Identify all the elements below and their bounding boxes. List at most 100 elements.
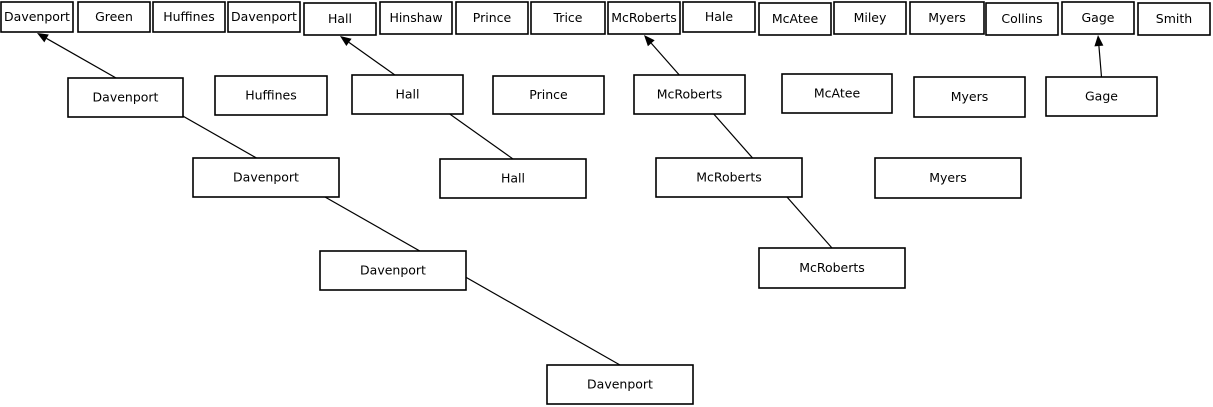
bracket-box-r4-mcroberts: McRoberts xyxy=(758,247,906,289)
bracket-box-r2-davenport: Davenport xyxy=(67,77,184,118)
bracket-box-frame xyxy=(77,1,151,33)
bracket-box-label: Davenport xyxy=(360,263,426,278)
edge-r4-mcroberts-to-r1-mcroberts xyxy=(644,35,833,249)
bracket-box-label: Huffines xyxy=(245,88,297,103)
bracket-box-r3-myers: Myers xyxy=(874,157,1022,199)
bracket-box-frame xyxy=(351,74,464,115)
bracket-box-label: Davenport xyxy=(233,170,299,185)
edge-r2-gage-to-r1-gage xyxy=(1094,35,1104,78)
bracket-box-frame xyxy=(607,1,681,35)
edge-line xyxy=(1098,45,1103,78)
bracket-box-frame xyxy=(1137,2,1211,36)
bracket-box-r1-davenport: Davenport xyxy=(0,1,74,33)
bracket-box-frame xyxy=(214,75,328,116)
bracket-box-label: Hale xyxy=(705,9,734,24)
bracket-box-frame xyxy=(655,157,803,198)
bracket-box-frame xyxy=(758,247,906,289)
bracket-box-frame xyxy=(546,364,694,405)
bracket-box-r2-gage: Gage xyxy=(1045,76,1158,117)
bracket-box-frame xyxy=(1045,76,1158,117)
bracket-box-r4-davenport: Davenport xyxy=(319,250,467,291)
bracket-box-r1-hall: Hall xyxy=(303,2,377,36)
bracket-box-r2-hall: Hall xyxy=(351,74,464,115)
bracket-box-r1-mcroberts: McRoberts xyxy=(607,1,681,35)
bracket-box-frame xyxy=(319,250,467,291)
bracket-box-r1-gage: Gage xyxy=(1061,1,1135,35)
bracket-box-label: McRoberts xyxy=(696,170,762,185)
bracket-box-label: McAtee xyxy=(772,11,819,26)
bracket-box-frame xyxy=(985,2,1059,36)
bracket-box-r2-mcatee: McAtee xyxy=(781,73,893,114)
bracket-box-r3-mcroberts: McRoberts xyxy=(655,157,803,198)
bracket-box-r2-mcroberts: McRoberts xyxy=(633,74,746,115)
bracket-box-label: Green xyxy=(95,9,133,24)
arrowhead-icon xyxy=(37,33,49,43)
bracket-box-frame xyxy=(0,1,74,33)
bracket-box-label: McAtee xyxy=(814,86,861,101)
bracket-box-frame xyxy=(909,1,985,35)
bracket-box-r2-myers: Myers xyxy=(913,76,1026,118)
bracket-box-r2-prince: Prince xyxy=(492,75,605,115)
bracket-box-frame xyxy=(758,2,832,36)
bracket-box-frame xyxy=(913,76,1026,118)
bracket-box-frame xyxy=(192,157,340,198)
bracket-box-frame xyxy=(682,1,756,33)
bracket-box-r1-smith: Smith xyxy=(1137,2,1211,36)
bracket-box-label: Miley xyxy=(854,10,887,25)
bracket-box-label: Davenport xyxy=(587,377,653,392)
bracket-box-r1-collins: Collins xyxy=(985,2,1059,36)
bracket-box-frame xyxy=(633,74,746,115)
bracket-box-frame xyxy=(874,157,1022,199)
bracket-box-label: McRoberts xyxy=(611,10,677,25)
bracket-box-label: Hall xyxy=(501,171,525,186)
bracket-box-r1-huffines: Huffines xyxy=(152,1,226,33)
bracket-box-r3-hall: Hall xyxy=(439,158,587,199)
bracket-box-frame xyxy=(492,75,605,115)
bracket-box-label: Gage xyxy=(1082,10,1115,25)
arrowhead-icon xyxy=(644,35,655,47)
bracket-box-label: Collins xyxy=(1001,11,1042,26)
bracket-box-frame xyxy=(227,1,301,33)
bracket-box-frame xyxy=(781,73,893,114)
bracket-box-label: Huffines xyxy=(163,9,215,24)
bracket-box-r1-myers: Myers xyxy=(909,1,985,35)
bracket-box-r1-miley: Miley xyxy=(833,1,907,35)
bracket-box-r5-davenport: Davenport xyxy=(546,364,694,405)
bracket-box-label: Trice xyxy=(553,10,583,25)
bracket-box-frame xyxy=(152,1,226,33)
bracket-box-r3-davenport: Davenport xyxy=(192,157,340,198)
bracket-box-frame xyxy=(1061,1,1135,35)
arrowhead-icon xyxy=(1094,35,1104,47)
bracket-box-r1-mcatee: McAtee xyxy=(758,2,832,36)
bracket-box-label: McRoberts xyxy=(799,260,865,275)
bracket-box-label: Hall xyxy=(328,11,352,26)
bracket-box-label: Myers xyxy=(928,10,966,25)
bracket-box-label: Prince xyxy=(529,87,568,102)
bracket-box-r1-prince: Prince xyxy=(455,1,529,35)
bracket-box-frame xyxy=(833,1,907,35)
bracket-box-frame xyxy=(303,2,377,36)
bracket-box-label: Hinshaw xyxy=(389,10,442,25)
bracket-box-frame xyxy=(530,1,606,35)
bracket-box-r1-hale: Hale xyxy=(682,1,756,33)
bracket-box-frame xyxy=(67,77,184,118)
bracket-box-label: Davenport xyxy=(93,90,159,105)
bracket-box-frame xyxy=(379,1,453,35)
bracket-box-label: Myers xyxy=(929,170,967,185)
bracket-box-label: Smith xyxy=(1156,11,1192,26)
bracket-box-label: Gage xyxy=(1085,89,1118,104)
bracket-box-label: Davenport xyxy=(231,9,297,24)
bracket-box-frame xyxy=(455,1,529,35)
arrowhead-icon xyxy=(340,36,352,47)
bracket-box-r1-hinshaw: Hinshaw xyxy=(379,1,453,35)
bracket-box-label: Myers xyxy=(951,89,989,104)
bracket-box-r2-huffines: Huffines xyxy=(214,75,328,116)
bracket-box-label: McRoberts xyxy=(657,87,723,102)
bracket-box-label: Prince xyxy=(473,10,512,25)
bracket-box-frame xyxy=(439,158,587,199)
bracket-box-label: Hall xyxy=(395,87,419,102)
bracket-box-r1-davenport-2: Davenport xyxy=(227,1,301,33)
bracket-box-label: Davenport xyxy=(4,9,70,24)
